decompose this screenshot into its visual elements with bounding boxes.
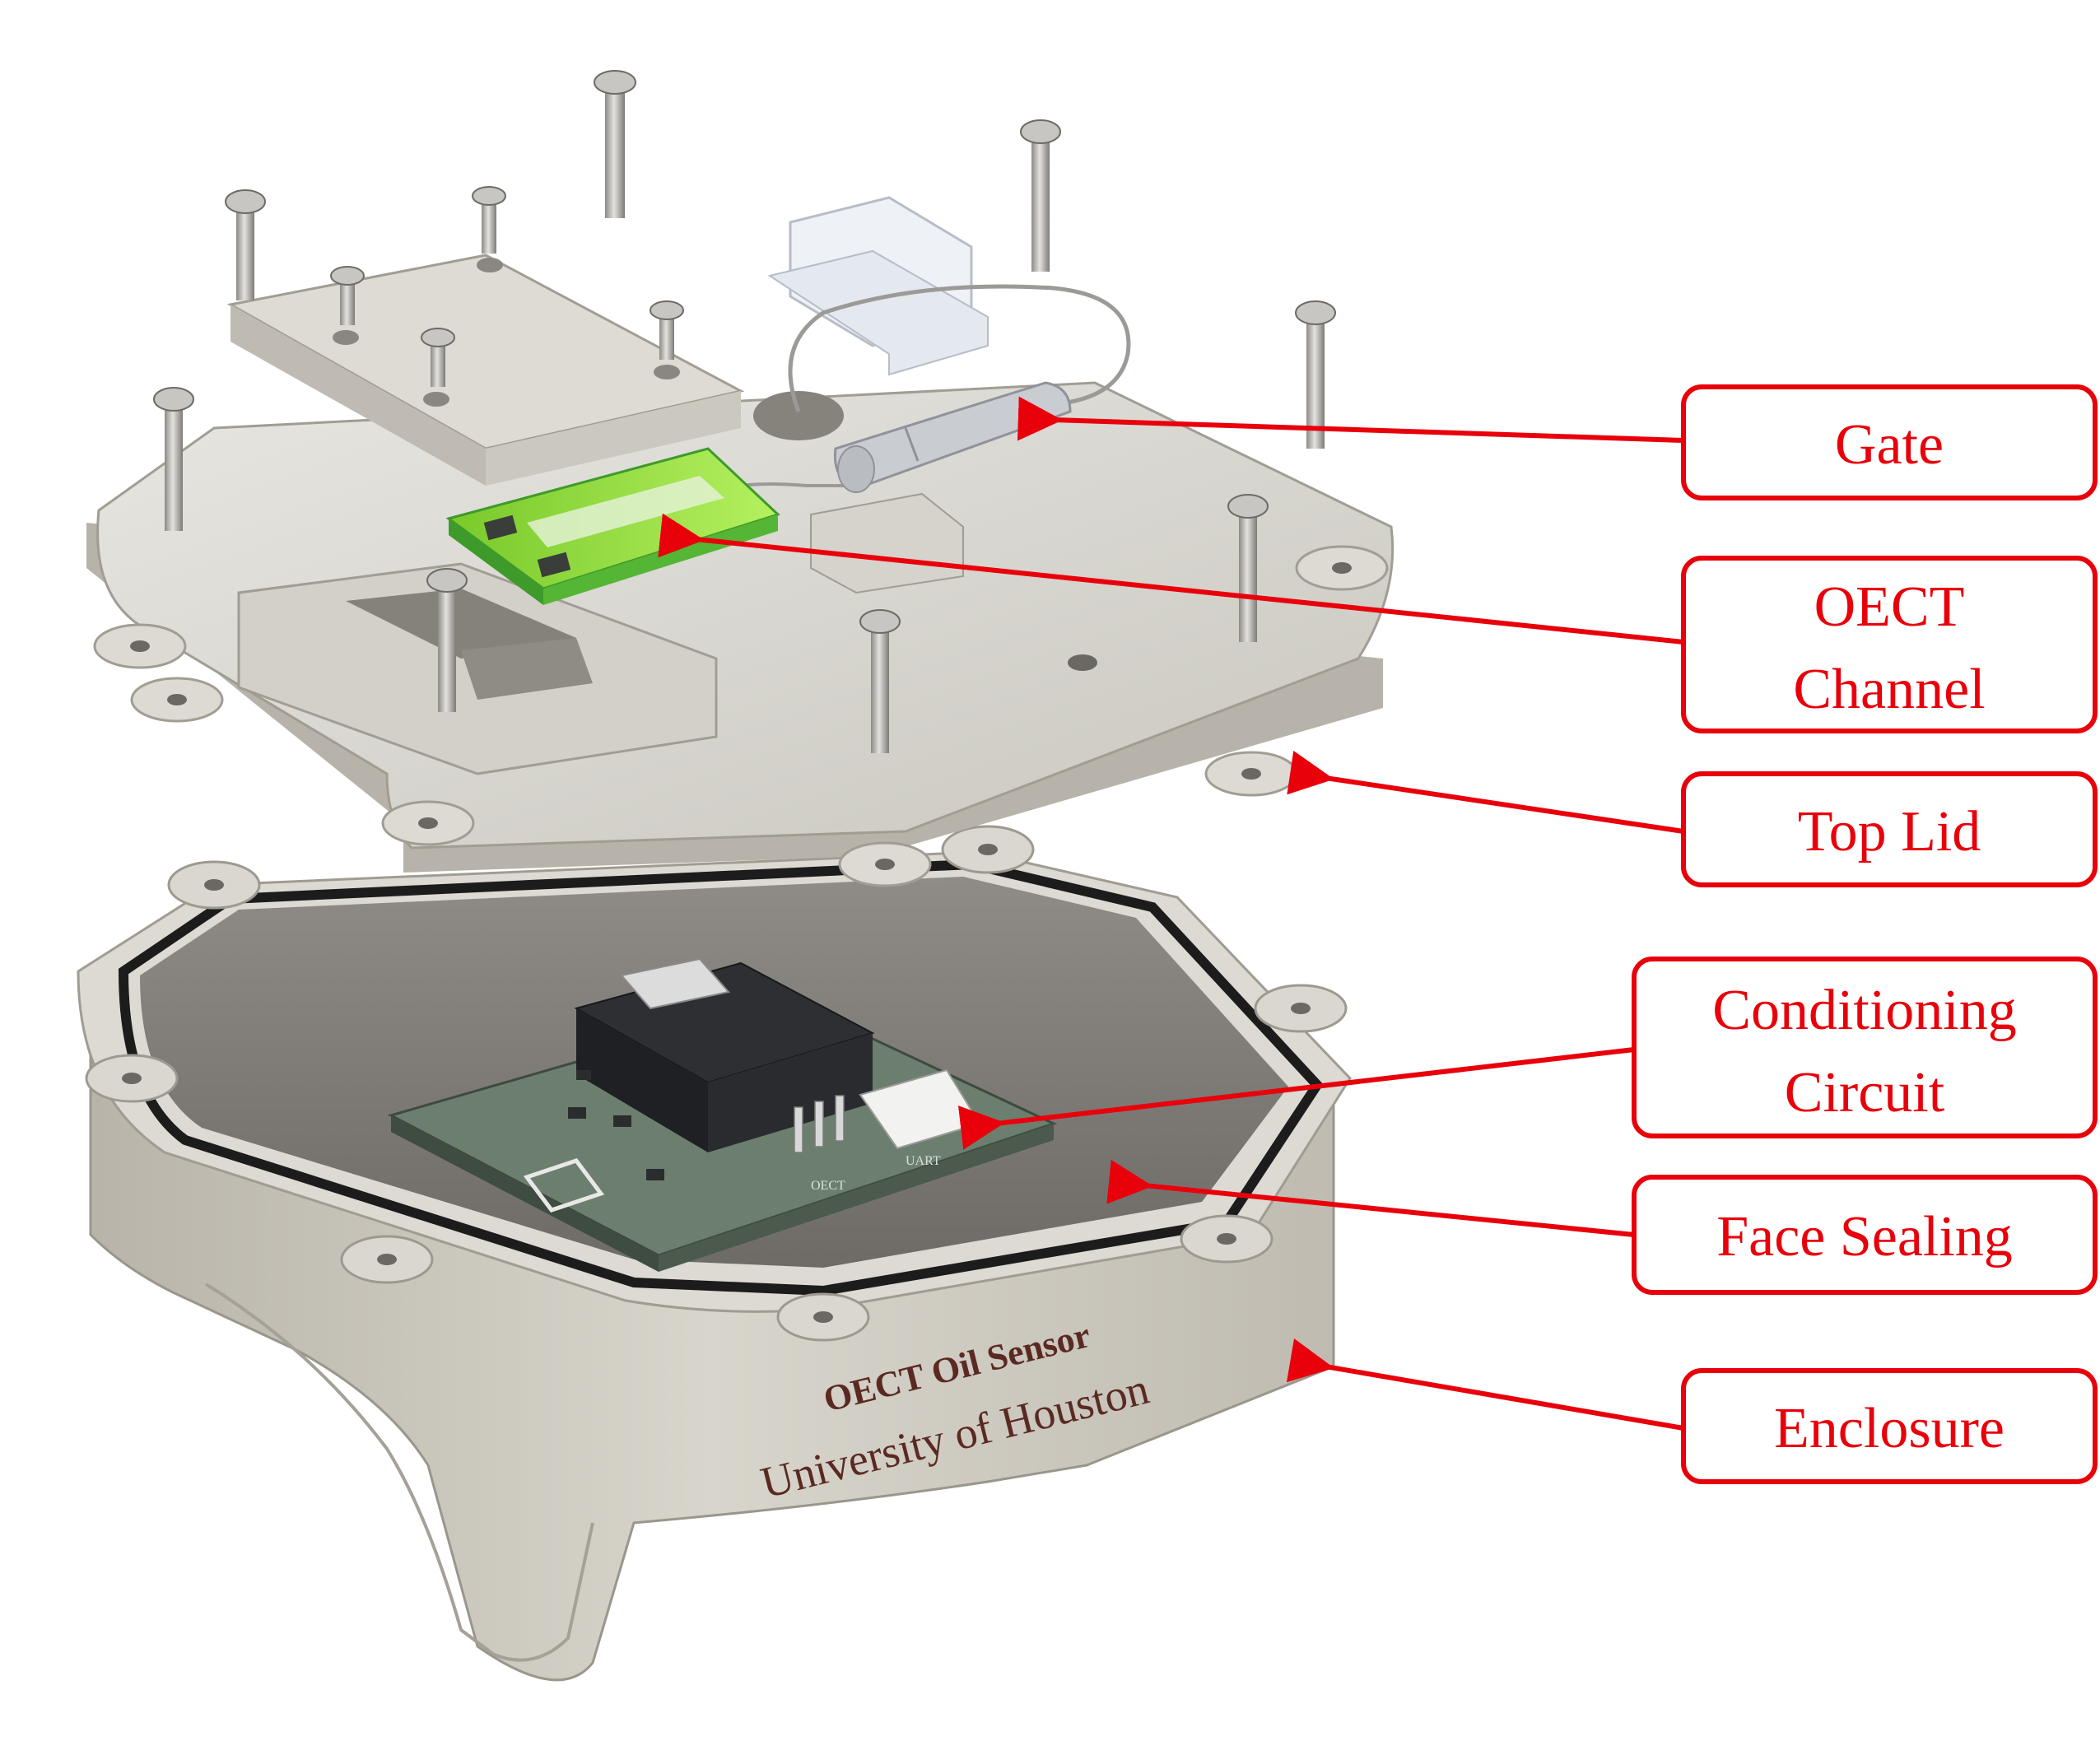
face-sealing-gasket <box>118 859 1324 1296</box>
pcb-label-oect: OECT <box>811 1179 845 1193</box>
screw <box>594 70 636 218</box>
top-lid-label: Top Lid <box>1798 800 1981 864</box>
face-sealing-arrow <box>1106 1159 1635 1237</box>
top-lid-label-box <box>1681 771 2098 887</box>
oect-label-line2: Channel <box>1793 658 1985 721</box>
enclosure-arrow <box>1286 1338 1684 1431</box>
screw <box>1295 300 1336 449</box>
pcb-label-uart: UART <box>906 1154 941 1168</box>
oect-channel-arrow <box>658 513 1684 645</box>
screw <box>421 328 455 387</box>
screw <box>1227 494 1269 642</box>
screws <box>153 70 1336 753</box>
screw <box>426 568 468 712</box>
screw <box>1020 119 1061 272</box>
top-lid-arrow <box>1287 750 1684 834</box>
gate-label: Gate <box>1835 413 1944 477</box>
conditioning-circuit-arrow <box>957 1047 1635 1150</box>
annotation-labels: Gate OECT Channel Top Lid Conditioning C… <box>1712 413 2016 1460</box>
face-sealing-label-box <box>1632 1175 2098 1295</box>
conditioning-circuit-label-box <box>1632 957 2098 1138</box>
oect-label-line1: OECT <box>1814 575 1965 639</box>
gate-wire <box>788 284 1131 412</box>
enclosure-label-box <box>1681 1368 2098 1484</box>
gate-electrode <box>833 381 1072 493</box>
screw <box>472 186 506 254</box>
conditioning-label-line2: Circuit <box>1785 1061 1945 1124</box>
conditioning-circuit-pcb: OECT UART <box>387 957 1058 1272</box>
oect-channel-label-box <box>1681 556 2098 733</box>
top-lid <box>86 254 1395 887</box>
oect-channel-chip <box>445 447 780 605</box>
screw <box>650 300 684 360</box>
gate-arrow <box>1017 396 1684 443</box>
annotations <box>658 384 2098 1484</box>
screw <box>859 609 901 753</box>
face-sealing-label: Face Sealing <box>1716 1205 2013 1269</box>
enclosure-label: Enclosure <box>1774 1397 2005 1460</box>
gate-label-box <box>1681 384 2098 500</box>
screw <box>153 387 194 531</box>
screw <box>225 189 266 300</box>
screw <box>330 266 365 325</box>
conditioning-label-line1: Conditioning <box>1712 979 2016 1042</box>
